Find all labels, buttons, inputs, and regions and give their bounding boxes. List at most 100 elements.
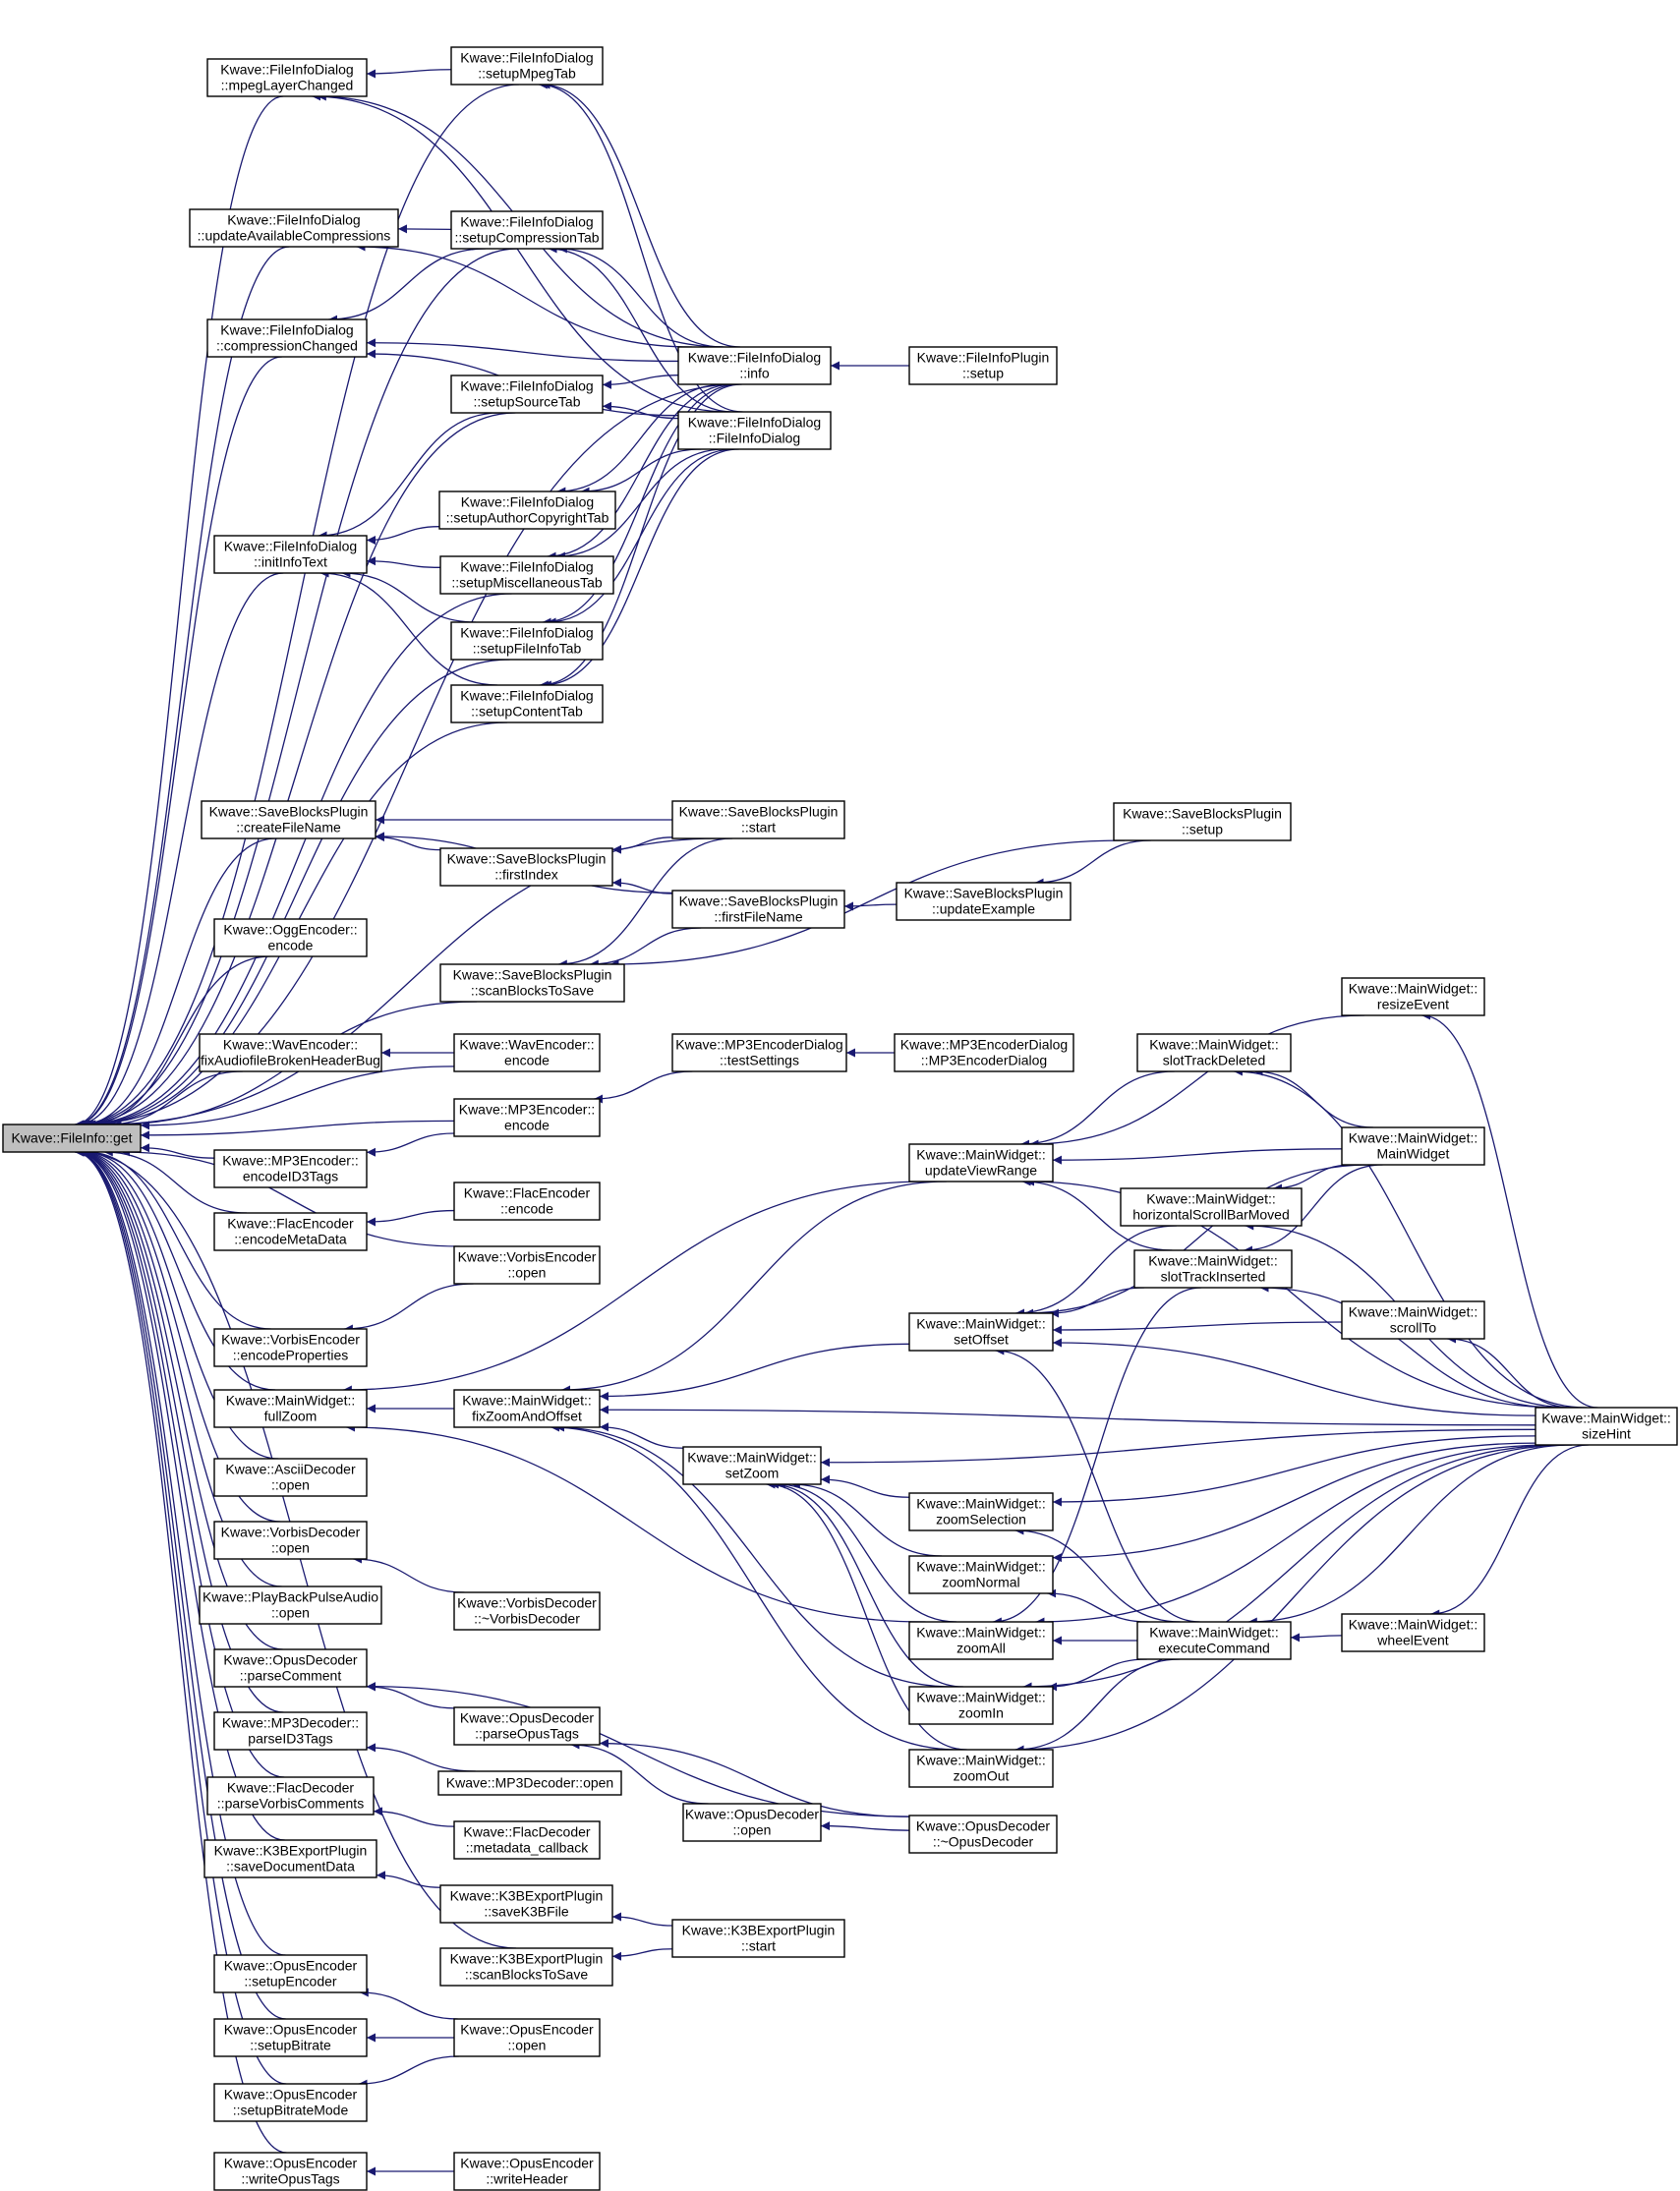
node-label-line: Kwave::OpusEncoder: [224, 2022, 358, 2038]
function-node[interactable]: Kwave::MainWidget::executeCommand: [1136, 1621, 1292, 1660]
node-label-line: ::parseOpusTags: [475, 1726, 579, 1742]
node-label-line: ::MP3EncoderDialog: [921, 1053, 1047, 1068]
function-node[interactable]: Kwave::K3BExportPlugin::saveDocumentData: [203, 1839, 377, 1878]
function-node[interactable]: Kwave::VorbisEncoder::encodeProperties: [213, 1328, 368, 1367]
function-node[interactable]: Kwave::OpusDecoder::~OpusDecoder: [908, 1815, 1058, 1854]
function-node[interactable]: Kwave::FlacEncoder::encode: [453, 1182, 601, 1221]
function-node[interactable]: Kwave::MainWidget::setOffset: [908, 1312, 1054, 1352]
function-node[interactable]: Kwave::FileInfoDialog::setupCompressionT…: [450, 210, 604, 250]
function-node[interactable]: Kwave::FileInfoDialog::setupSourceTab: [450, 375, 604, 414]
function-node[interactable]: Kwave::MP3Decoder::open: [437, 1770, 622, 1796]
node-box: [213, 1711, 368, 1751]
node-box: [908, 1749, 1054, 1788]
function-node[interactable]: Kwave::MP3EncoderDialog::testSettings: [671, 1033, 847, 1072]
function-node[interactable]: Kwave::FlacEncoder::encodeMetaData: [213, 1212, 368, 1251]
function-node[interactable]: Kwave::SaveBlocksPlugin::start: [671, 800, 845, 839]
function-node[interactable]: Kwave::FileInfoPlugin::setup: [908, 346, 1058, 385]
function-node[interactable]: Kwave::MP3Decoder::parseID3Tags: [213, 1711, 368, 1751]
edge-sbpStart-to-scanBlocksToSave: [557, 837, 733, 969]
function-node[interactable]: Kwave::SaveBlocksPlugin::setup: [1113, 802, 1292, 841]
node-label-line: ::parseComment: [240, 1668, 342, 1684]
function-node[interactable]: Kwave::MainWidget::zoomNormal: [908, 1555, 1054, 1594]
node-box: [453, 1706, 601, 1746]
function-node[interactable]: Kwave::FileInfoDialog::setupAuthorCopyri…: [438, 490, 616, 530]
function-node[interactable]: Kwave::OpusEncoder::writeOpusTags: [213, 2152, 368, 2191]
function-node[interactable]: Kwave::MainWidget::setZoom: [682, 1446, 822, 1485]
function-node[interactable]: Kwave::FlacDecoder::metadata_callback: [453, 1820, 601, 1860]
edge-updateAvailableCompressions-to-get: [75, 246, 290, 1129]
function-node[interactable]: Kwave::MainWidget::zoomOut: [908, 1749, 1054, 1788]
function-node[interactable]: Kwave::SaveBlocksPlugin::createFileName: [201, 800, 377, 839]
node-box: [206, 58, 368, 97]
function-node[interactable]: Kwave::K3BExportPlugin::scanBlocksToSave: [439, 1947, 613, 1987]
function-node[interactable]: Kwave::MainWidget::horizontalScrollBarMo…: [1120, 1187, 1303, 1227]
function-node[interactable]: Kwave::VorbisEncoder::open: [453, 1245, 601, 1285]
function-node[interactable]: Kwave::FileInfoDialog::setupMpegTab: [450, 46, 604, 86]
function-node[interactable]: Kwave::K3BExportPlugin::saveK3BFile: [439, 1884, 613, 1924]
function-node[interactable]: Kwave::MP3Encoder::encodeID3Tags: [213, 1149, 368, 1188]
edge-sizeHint-to-slotTrackDeleted: [1233, 1067, 1588, 1409]
function-node[interactable]: Kwave::MainWidget::wheelEvent: [1341, 1613, 1485, 1652]
function-node[interactable]: Kwave::PlayBackPulseAudio::open: [199, 1586, 382, 1625]
function-node[interactable]: Kwave::OpusEncoder::setupBitrateMode: [213, 2083, 368, 2122]
function-node[interactable]: Kwave::FileInfoDialog::mpegLayerChanged: [206, 58, 368, 97]
function-node[interactable]: Kwave::VorbisDecoder::~VorbisDecoder: [453, 1591, 601, 1631]
function-node[interactable]: Kwave::OpusDecoder::parseOpusTags: [453, 1706, 601, 1746]
node-box: [439, 1947, 613, 1987]
function-node[interactable]: Kwave::OpusEncoder::setupBitrate: [213, 2018, 368, 2057]
function-node[interactable]: Kwave::MainWidget::sizeHint: [1535, 1407, 1678, 1446]
function-node[interactable]: Kwave::MainWidget::updateViewRange: [908, 1143, 1054, 1182]
node-box: [908, 1815, 1058, 1854]
function-node[interactable]: Kwave::FileInfoDialog::info: [677, 346, 832, 385]
node-box: [213, 535, 368, 574]
function-node[interactable]: Kwave::OpusDecoder::open: [682, 1803, 822, 1842]
node-label-line: fixZoomAndOffset: [472, 1409, 582, 1424]
function-node[interactable]: Kwave::FileInfoDialog::setupMiscellaneou…: [439, 555, 614, 595]
function-node[interactable]: Kwave::WavEncoder::fixAudiofileBrokenHea…: [199, 1033, 382, 1072]
function-node[interactable]: Kwave::SaveBlocksPlugin::scanBlocksToSav…: [439, 963, 625, 1003]
function-node[interactable]: Kwave::VorbisDecoder::open: [213, 1521, 368, 1560]
function-node[interactable]: Kwave::MainWidget::zoomIn: [908, 1686, 1054, 1725]
function-node[interactable]: Kwave::MainWidget::fullZoom: [213, 1389, 368, 1428]
function-node[interactable]: Kwave::MainWidget::scrollTo: [1341, 1300, 1485, 1340]
function-node[interactable]: Kwave::FileInfoDialog::updateAvailableCo…: [189, 208, 399, 248]
edge-resizeEvent-to-updateViewRange: [1029, 1014, 1365, 1149]
function-node[interactable]: Kwave::WavEncoder::encode: [453, 1033, 601, 1072]
function-node[interactable]: Kwave::SaveBlocksPlugin::updateExample: [896, 882, 1072, 921]
edge-asciiOpen-to-get: [81, 1147, 279, 1460]
function-node[interactable]: Kwave::MP3EncoderDialog::MP3EncoderDialo…: [894, 1033, 1074, 1072]
node-box: [213, 1389, 368, 1428]
function-node[interactable]: Kwave::FileInfoDialog::compressionChange…: [206, 318, 368, 358]
function-node[interactable]: Kwave::MP3Encoder::encode: [453, 1098, 601, 1137]
function-node[interactable]: Kwave::FileInfoDialog::FileInfoDialog: [677, 411, 832, 450]
function-node[interactable]: Kwave::MainWidget::MainWidget: [1341, 1126, 1485, 1166]
function-node[interactable]: Kwave::FileInfoDialog::setupFileInfoTab: [450, 621, 604, 661]
node-label-line: resizeEvent: [1377, 997, 1449, 1012]
function-node[interactable]: Kwave::MainWidget::slotTrackDeleted: [1136, 1033, 1292, 1072]
node-label-line: Kwave::FileInfoDialog: [460, 214, 593, 230]
function-node[interactable]: Kwave::SaveBlocksPlugin::firstIndex: [439, 847, 613, 887]
root-node[interactable]: Kwave::FileInfo::get: [2, 1124, 142, 1153]
function-node[interactable]: Kwave::SaveBlocksPlugin::firstFileName: [671, 890, 845, 929]
function-node[interactable]: Kwave::AsciiDecoder::open: [213, 1458, 368, 1497]
function-node[interactable]: Kwave::OpusEncoder::writeHeader: [453, 2152, 601, 2191]
function-node[interactable]: Kwave::FileInfoDialog::setupContentTab: [450, 684, 604, 723]
function-node[interactable]: Kwave::K3BExportPlugin::start: [671, 1919, 845, 1958]
function-node[interactable]: Kwave::FlacDecoder::parseVorbisComments: [206, 1776, 375, 1816]
function-node[interactable]: Kwave::MainWidget::slotTrackInserted: [1133, 1249, 1293, 1289]
function-node[interactable]: Kwave::OggEncoder::encode: [213, 918, 368, 957]
node-label-line: ::open: [508, 2038, 547, 2053]
node-label-line: ::setupMiscellaneousTab: [451, 575, 603, 591]
function-node[interactable]: Kwave::MainWidget::resizeEvent: [1341, 977, 1485, 1016]
function-node[interactable]: Kwave::OpusEncoder::open: [453, 2018, 601, 2057]
function-node[interactable]: Kwave::MainWidget::fixZoomAndOffset: [453, 1389, 601, 1428]
function-node[interactable]: Kwave::MainWidget::zoomAll: [908, 1621, 1054, 1660]
function-node[interactable]: Kwave::FileInfoDialog::initInfoText: [213, 535, 368, 574]
function-node[interactable]: Kwave::MainWidget::zoomSelection: [908, 1492, 1054, 1531]
function-node[interactable]: Kwave::OpusEncoder::setupEncoder: [213, 1954, 368, 1993]
edge-createFileName-to-get: [81, 837, 276, 1129]
edge-slotTrackInserted-to-zoomAll: [992, 1287, 1202, 1627]
function-node[interactable]: Kwave::OpusDecoder::parseComment: [213, 1648, 368, 1688]
node-label-line: Kwave::FileInfoDialog: [460, 688, 593, 704]
